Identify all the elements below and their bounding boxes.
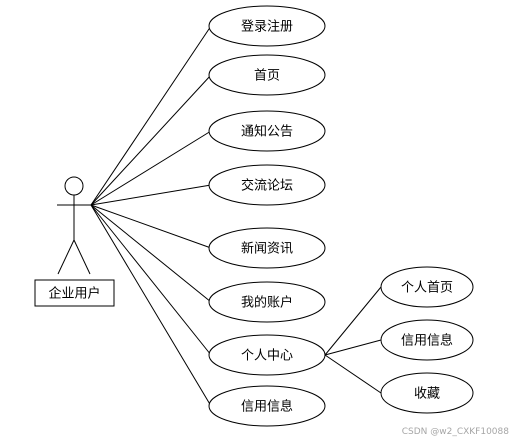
use-case-credit: 信用信息 [208, 385, 326, 427]
use-case-forum: 交流论坛 [208, 164, 326, 206]
association-account [90, 204, 212, 303]
use-case-notice: 通知公告 [208, 110, 326, 152]
use-case-center: 个人中心 [208, 334, 326, 376]
use-case-news-label: 新闻资讯 [241, 241, 293, 257]
use-case-forum-label: 交流论坛 [241, 178, 293, 194]
use-case-center-label: 个人中心 [241, 349, 293, 364]
association-home [90, 74, 212, 206]
association-center [90, 204, 212, 356]
actor-left-leg [57, 239, 75, 275]
association-favorites [324, 354, 382, 394]
use-case-account: 我的账户 [208, 281, 326, 323]
sub-use-case-personal-home-label: 个人首页 [401, 281, 453, 296]
sub-use-case-personal-home: 个人首页 [380, 266, 474, 308]
association-login [90, 25, 212, 206]
association-personal-home [324, 286, 382, 356]
actor-label: 企业用户 [48, 286, 100, 302]
use-case-account-label: 我的账户 [241, 295, 293, 311]
actor-figure [57, 176, 91, 275]
use-case-home-label: 首页 [254, 69, 280, 84]
use-case-notice-label: 通知公告 [241, 124, 293, 140]
association-credit-info [324, 339, 382, 356]
association-notice [90, 130, 212, 206]
actor-label-box [34, 279, 115, 307]
sub-use-case-favorites-label: 收藏 [414, 387, 440, 402]
sub-use-case-favorites: 收藏 [380, 372, 474, 414]
association-forum [90, 184, 212, 206]
use-case-login: 登录注册 [208, 5, 326, 47]
association-credit [90, 204, 212, 407]
use-case-home: 首页 [208, 54, 326, 96]
watermark-text: CSDN @w2_CXKF10088 [402, 427, 510, 437]
sub-use-case-credit-info-label: 信用信息 [401, 333, 453, 349]
actor-right-leg [73, 239, 91, 275]
use-case-login-label: 登录注册 [241, 20, 293, 35]
use-case-news: 新闻资讯 [208, 227, 326, 269]
actor-head-icon [64, 176, 84, 196]
association-lines [90, 25, 382, 407]
sub-use-case-credit-info: 信用信息 [380, 319, 474, 361]
association-news [90, 204, 212, 249]
use-case-credit-label: 信用信息 [241, 399, 293, 415]
